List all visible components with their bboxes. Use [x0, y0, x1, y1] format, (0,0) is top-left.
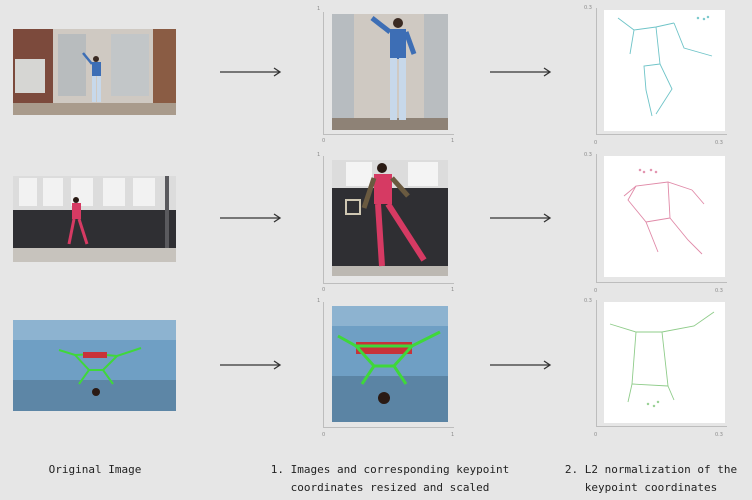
x-tick-zero-row1: 0 [322, 138, 326, 144]
arrow-icon-row1-step1 [220, 67, 282, 77]
norm-x-tick-max-row3: 0.3 [715, 432, 723, 438]
y-axis-row3 [323, 302, 324, 427]
norm-y-tick-row3: 0.3 [584, 298, 592, 304]
norm-y-tick-row1: 0.3 [584, 5, 592, 11]
norm-y-axis-row2 [596, 154, 597, 282]
x-tick-one-row3: 1 [451, 432, 455, 438]
x-tick-one-row1: 1 [451, 138, 455, 144]
y-axis-row1 [323, 12, 324, 134]
norm-y-axis-row3 [596, 300, 597, 426]
resized-image-row1 [332, 14, 448, 130]
normalized-skeleton-row1 [604, 10, 725, 131]
arrow-icon-row3-step1 [220, 360, 282, 370]
resized-image-row3 [332, 306, 448, 422]
norm-x-axis-row3 [596, 426, 727, 427]
caption-step2: 2. L2 normalization of the keypoint coor… [564, 463, 738, 494]
resized-image-row2 [332, 160, 448, 276]
x-tick-one-row2: 1 [451, 287, 455, 293]
y-tick-one-row3: 1 [317, 298, 321, 304]
caption-original-image: Original Image [48, 463, 142, 476]
arrow-icon-row2-step1 [220, 213, 282, 223]
norm-x-tick-zero-row3: 0 [594, 432, 598, 438]
norm-x-tick-zero-row2: 0 [594, 288, 598, 294]
x-tick-zero-row2: 0 [322, 287, 326, 293]
x-tick-zero-row3: 0 [322, 432, 326, 438]
y-axis-row2 [323, 156, 324, 283]
arrow-icon-row3-step2 [490, 360, 552, 370]
norm-x-tick-max-row2: 0.3 [715, 288, 723, 294]
x-axis-row3 [323, 427, 454, 428]
norm-x-tick-zero-row1: 0 [594, 140, 598, 146]
caption-step1: 1. Images and corresponding keypoint coo… [270, 463, 510, 494]
original-image-row3 [13, 320, 176, 411]
norm-x-axis-row1 [596, 134, 727, 135]
y-tick-one-row2: 1 [317, 152, 321, 158]
norm-x-tick-max-row1: 0.3 [715, 140, 723, 146]
x-axis-row1 [323, 134, 454, 135]
norm-y-tick-row2: 0.3 [584, 152, 592, 158]
arrow-icon-row1-step2 [490, 67, 552, 77]
arrow-icon-row2-step2 [490, 213, 552, 223]
original-image-row1 [13, 29, 176, 115]
normalized-skeleton-row3 [604, 302, 725, 423]
x-axis-row2 [323, 283, 454, 284]
normalized-skeleton-row2 [604, 156, 725, 277]
y-tick-one-row1: 1 [317, 6, 321, 12]
norm-y-axis-row1 [596, 8, 597, 134]
norm-x-axis-row2 [596, 282, 727, 283]
original-image-row2 [13, 176, 176, 262]
